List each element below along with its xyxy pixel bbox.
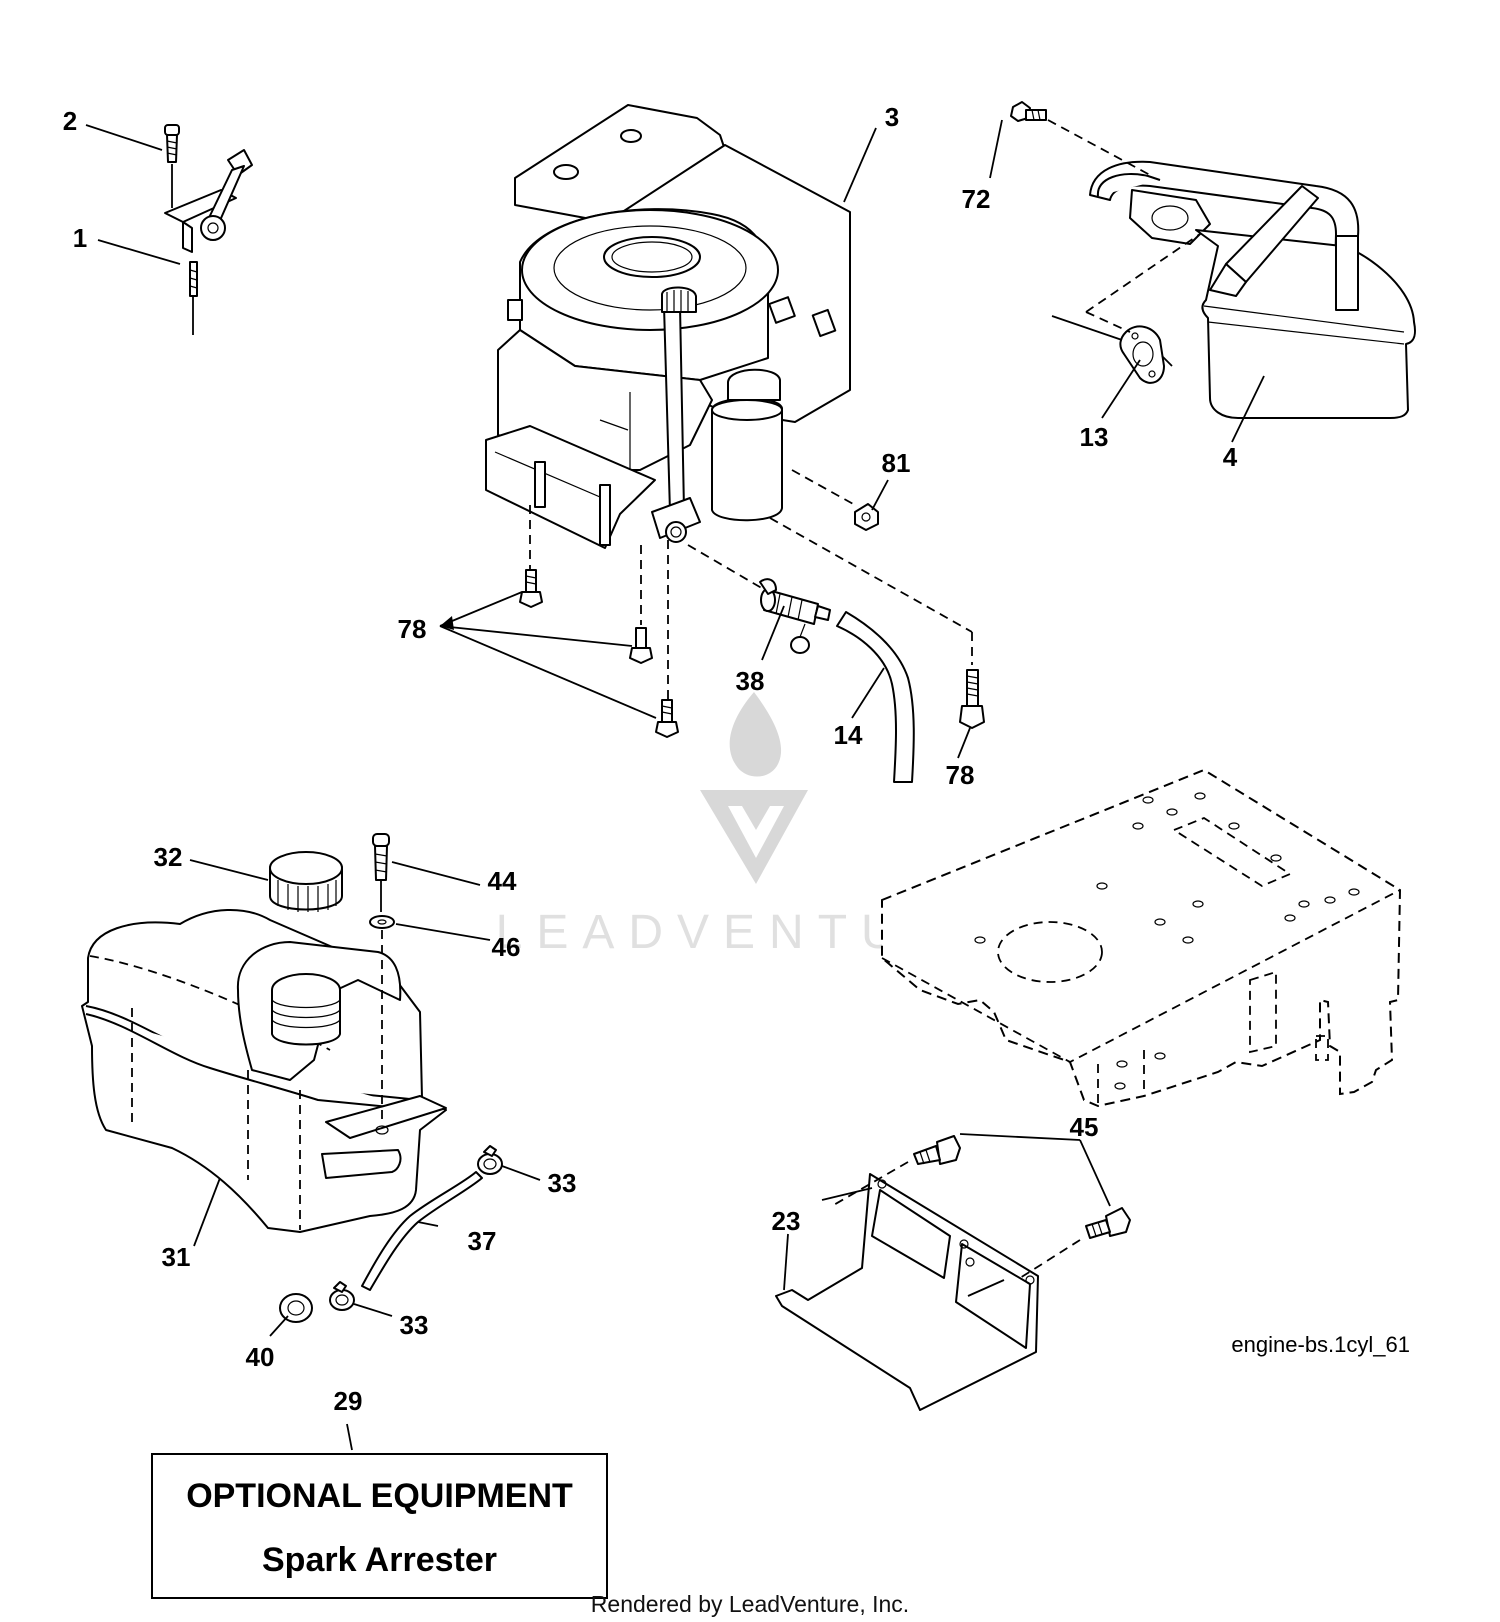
throttle-control-part	[164, 124, 253, 335]
callout-4: 4	[1223, 442, 1238, 472]
muffler-part	[1089, 160, 1416, 419]
bolt-78-d	[959, 669, 985, 729]
footer-credit: Rendered by LeadVenture, Inc.	[590, 1591, 910, 1617]
plate-dash-lines	[821, 1161, 1081, 1297]
callout-13: 13	[1080, 422, 1109, 452]
clamp-33-upper-part	[477, 1145, 503, 1175]
callout-44: 44	[488, 866, 517, 896]
fuel-line-37-part	[361, 1171, 483, 1291]
bolt-78-b	[629, 627, 653, 664]
callout-31: 31	[162, 1242, 191, 1272]
callout-72: 72	[962, 184, 991, 214]
screw-72-part	[1010, 101, 1047, 122]
callout-32: 32	[154, 842, 183, 872]
optional-equipment-box: OPTIONAL EQUIPMENT Spark Arrester	[151, 1453, 608, 1599]
callout-23: 23	[772, 1206, 801, 1236]
nut-81-part	[854, 503, 879, 531]
bolt-78-a	[519, 569, 543, 608]
engine-part	[485, 104, 851, 549]
callout-78-right: 78	[946, 760, 975, 790]
mounting-plate-23-part	[775, 1173, 1039, 1411]
callout-78-left: 78	[398, 614, 427, 644]
callout-45: 45	[1070, 1112, 1099, 1142]
bushing-40-part	[279, 1293, 313, 1323]
clamp-33-lower-part	[329, 1281, 355, 1311]
callout-2: 2	[63, 106, 77, 136]
callout-81: 81	[882, 448, 911, 478]
washer-46-part	[369, 915, 395, 929]
engine-dash-lines	[529, 469, 973, 700]
gasket-13-part	[1119, 325, 1165, 384]
fuel-tank-31-part	[81, 909, 447, 1233]
fuel-cap-32-part	[269, 851, 343, 912]
callout-labels: 2 1 3 72 13 4 81 78 38 14 78 32 44 46 45…	[63, 102, 1410, 1416]
bolts-45-part	[913, 1135, 1131, 1239]
bolt-78-group	[519, 569, 985, 738]
callout-33-upper: 33	[548, 1168, 577, 1198]
frame-outline	[881, 768, 1402, 1108]
callout-1: 1	[73, 223, 87, 253]
bolt-78-c	[655, 699, 679, 738]
muffler-dash-lines	[1047, 119, 1201, 367]
callout-29: 29	[334, 1386, 363, 1416]
callout-38: 38	[736, 666, 765, 696]
leader-lines	[85, 119, 1265, 1451]
callout-3: 3	[885, 102, 899, 132]
fuel-hose-14-part	[836, 611, 915, 783]
frame-holes	[974, 792, 1360, 1090]
callout-33-lower: 33	[400, 1310, 429, 1340]
diagram-id-label: engine-bs.1cyl_61	[1231, 1332, 1410, 1357]
callout-14: 14	[834, 720, 863, 750]
screw-44-part	[372, 833, 390, 912]
spark-arrester-label: Spark Arrester	[262, 1541, 497, 1579]
optional-equipment-title: OPTIONAL EQUIPMENT	[186, 1477, 573, 1515]
fuel-filter-38-part	[759, 578, 831, 654]
callout-46: 46	[492, 932, 521, 962]
callout-40: 40	[246, 1342, 275, 1372]
callout-37: 37	[468, 1226, 497, 1256]
